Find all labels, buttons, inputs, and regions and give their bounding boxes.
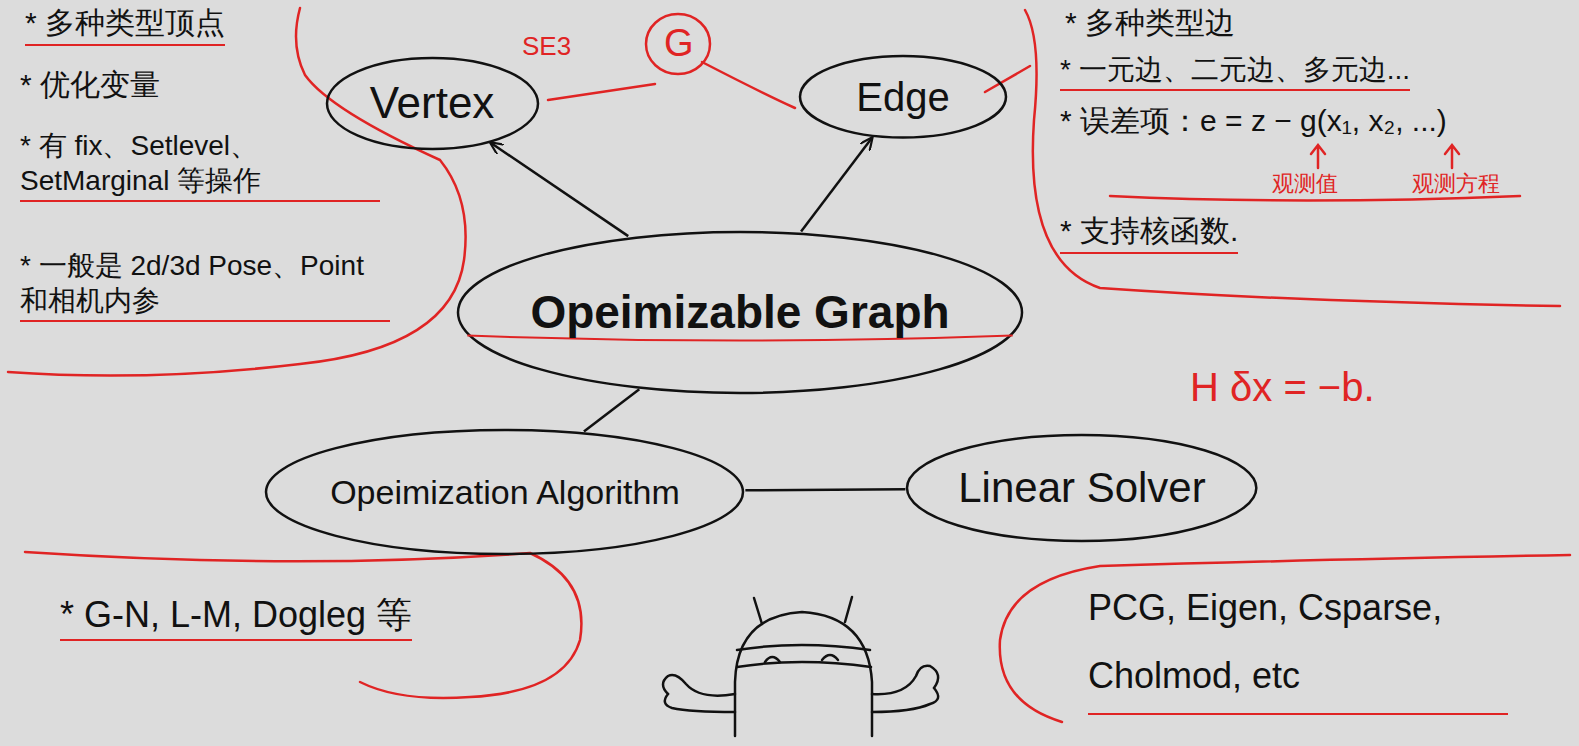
leader-stroke bbox=[985, 66, 1030, 92]
ellipse-node: Vertex bbox=[325, 56, 540, 151]
connector-line bbox=[491, 143, 629, 236]
note-text: * 误差项：e = z − g(x₁, x₂, ...) bbox=[1060, 102, 1447, 140]
node-title: Linear Solver bbox=[958, 464, 1205, 512]
region-boundary bbox=[8, 8, 466, 376]
note-text: PCG, Eigen, Csparse, Cholmod, etc bbox=[1088, 574, 1508, 715]
region-boundary bbox=[25, 552, 581, 698]
ellipse-node: Opeimizable Graph bbox=[456, 230, 1024, 395]
note-text: * 支持核函数. bbox=[1060, 212, 1238, 254]
note-text: SE3 bbox=[522, 30, 571, 63]
region-boundary bbox=[1025, 10, 1560, 306]
note-text: * 多种类型边 bbox=[1065, 4, 1235, 42]
note-text: * 一般是 2d/3d Pose、Point 和相机内参 bbox=[20, 248, 390, 322]
node-title: Opeimization Algorithm bbox=[330, 473, 680, 512]
node-title: Edge bbox=[856, 75, 949, 120]
note-text: 观测值 bbox=[1272, 170, 1338, 198]
node-title: Vertex bbox=[370, 78, 495, 128]
leader-stroke bbox=[702, 62, 795, 108]
underline-stroke bbox=[1110, 196, 1520, 201]
note-text: H δx = −b. bbox=[1190, 362, 1375, 412]
note-text: * 一元边、二元边、多元边... bbox=[1060, 52, 1410, 91]
ellipse-node: Linear Solver bbox=[905, 433, 1258, 543]
leader-stroke bbox=[548, 84, 655, 100]
ellipse-node: Edge bbox=[798, 54, 1008, 140]
node-title: Opeimizable Graph bbox=[530, 285, 949, 339]
note-text: * 多种类型顶点 bbox=[25, 4, 225, 46]
region-boundary bbox=[1000, 555, 1570, 722]
connector-line bbox=[584, 389, 639, 431]
note-text: 观测方程 bbox=[1412, 170, 1500, 198]
robot-doodle bbox=[663, 597, 938, 736]
up-arrow bbox=[1445, 145, 1459, 168]
connector-line bbox=[801, 138, 872, 232]
connector-line bbox=[745, 489, 905, 490]
note-text: * 有 fix、Setlevel、SetMarginal 等操作 bbox=[20, 128, 380, 202]
note-text: * G-N, L-M, Dogleg 等 bbox=[60, 592, 412, 641]
ellipse-node: Opeimization Algorithm bbox=[264, 428, 745, 556]
note-text: G bbox=[664, 20, 694, 68]
note-text: * 优化变量 bbox=[20, 66, 160, 104]
up-arrow bbox=[1311, 145, 1325, 168]
circle-mark bbox=[646, 14, 710, 74]
